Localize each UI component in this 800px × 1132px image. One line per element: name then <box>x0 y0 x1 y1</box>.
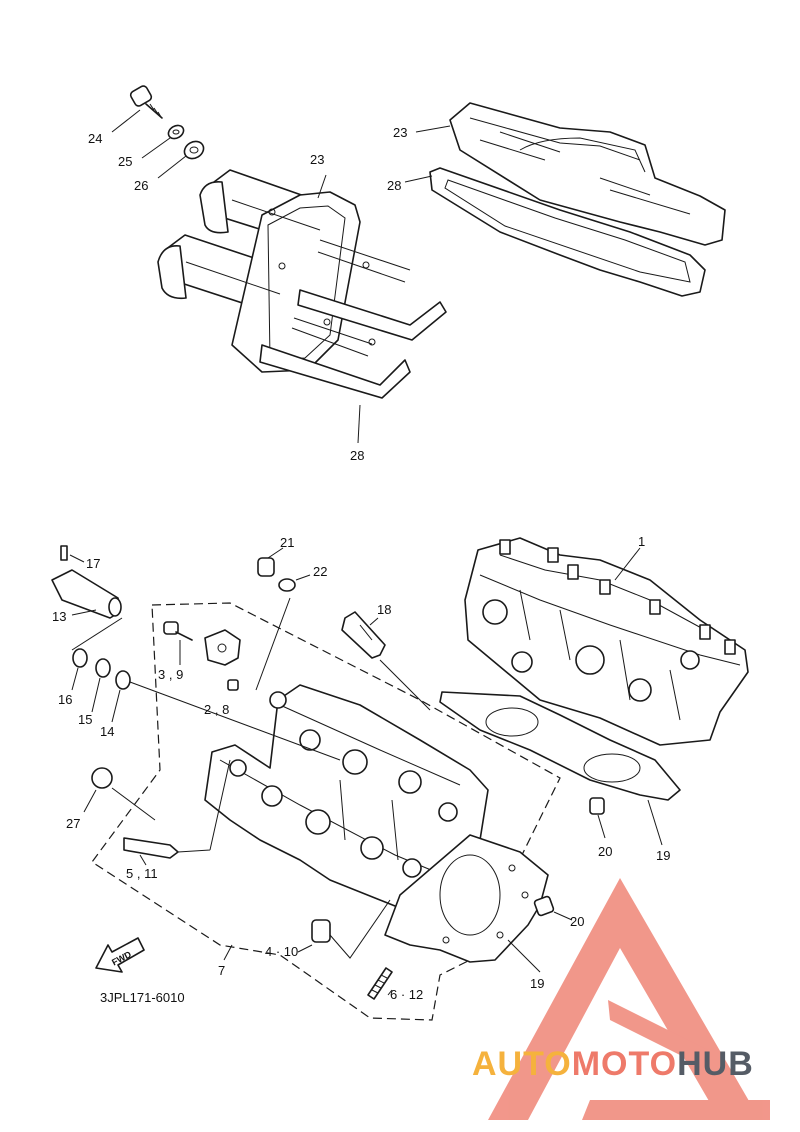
bolt-24 <box>129 85 163 119</box>
callout-17: 17 <box>86 556 100 571</box>
cap-4-10 <box>311 919 331 943</box>
washer-22 <box>278 578 296 592</box>
head-cover-front <box>157 169 447 399</box>
watermark-logo-icon <box>488 878 770 1120</box>
drawing-code: 3JPL171-6010 <box>100 990 185 1005</box>
part-2-8 <box>227 679 239 691</box>
callout-19-lower: 19 <box>530 976 544 991</box>
assembly-7-outline <box>91 602 561 1021</box>
callout-20-right: 20 <box>598 844 612 859</box>
o-ring-15 <box>95 658 111 678</box>
fwd-arrow: FWD <box>95 937 145 973</box>
stud-6-12 <box>367 967 393 1000</box>
callout-24: 24 <box>88 131 102 146</box>
cap-21 <box>257 557 275 577</box>
callout-19-right: 19 <box>656 848 670 863</box>
callout-15: 15 <box>78 712 92 727</box>
callout-2-8: 2 , 8 <box>204 702 229 717</box>
callout-13: 13 <box>52 609 66 624</box>
callout-28-front: 28 <box>350 448 364 463</box>
callout-4-10: 4 · 10 <box>265 944 298 959</box>
callout-1: 1 <box>638 534 645 549</box>
spark-plug-18 <box>341 611 386 659</box>
callout-14: 14 <box>100 724 114 739</box>
washer-25 <box>167 124 185 140</box>
cylinder-head-1 <box>464 537 749 746</box>
head-cover-rear <box>429 102 726 297</box>
callout-6-12: 6 · 12 <box>390 987 423 1002</box>
callout-27: 27 <box>66 816 80 831</box>
callout-25: 25 <box>118 154 132 169</box>
watermark-text: AUTOMOTOHUB <box>472 1045 754 1084</box>
watermark-hub: HUB <box>677 1045 754 1083</box>
callout-26: 26 <box>134 178 148 193</box>
dowel-20a <box>589 797 605 815</box>
callout-7: 7 <box>218 963 225 978</box>
callout-21: 21 <box>280 535 294 550</box>
bracket <box>204 629 241 666</box>
callout-23-rear: 23 <box>393 125 407 140</box>
bolt-3-9 <box>163 621 193 641</box>
head-gasket-19a <box>439 691 681 801</box>
callout-16: 16 <box>58 692 72 707</box>
dowel-20b <box>533 895 555 917</box>
guide-5-11 <box>123 837 179 859</box>
callout-18: 18 <box>377 602 391 617</box>
grommet-26 <box>183 140 205 160</box>
watermark-moto: MOTO <box>571 1045 678 1083</box>
head-gasket-19b <box>384 834 549 963</box>
callout-28-rear: 28 <box>387 178 401 193</box>
callout-5-11: 5 , 11 <box>126 866 158 881</box>
callout-20-lower: 20 <box>570 914 584 929</box>
callout-22: 22 <box>313 564 327 579</box>
watermark-auto: AUTO <box>472 1045 572 1083</box>
callout-3-9: 3 , 9 <box>158 667 183 682</box>
pin-17 <box>60 545 68 561</box>
plug-27 <box>91 767 113 789</box>
callout-23-front: 23 <box>310 152 324 167</box>
o-ring-14 <box>115 670 131 690</box>
o-ring-16 <box>72 648 88 668</box>
pipe-13 <box>51 569 122 619</box>
